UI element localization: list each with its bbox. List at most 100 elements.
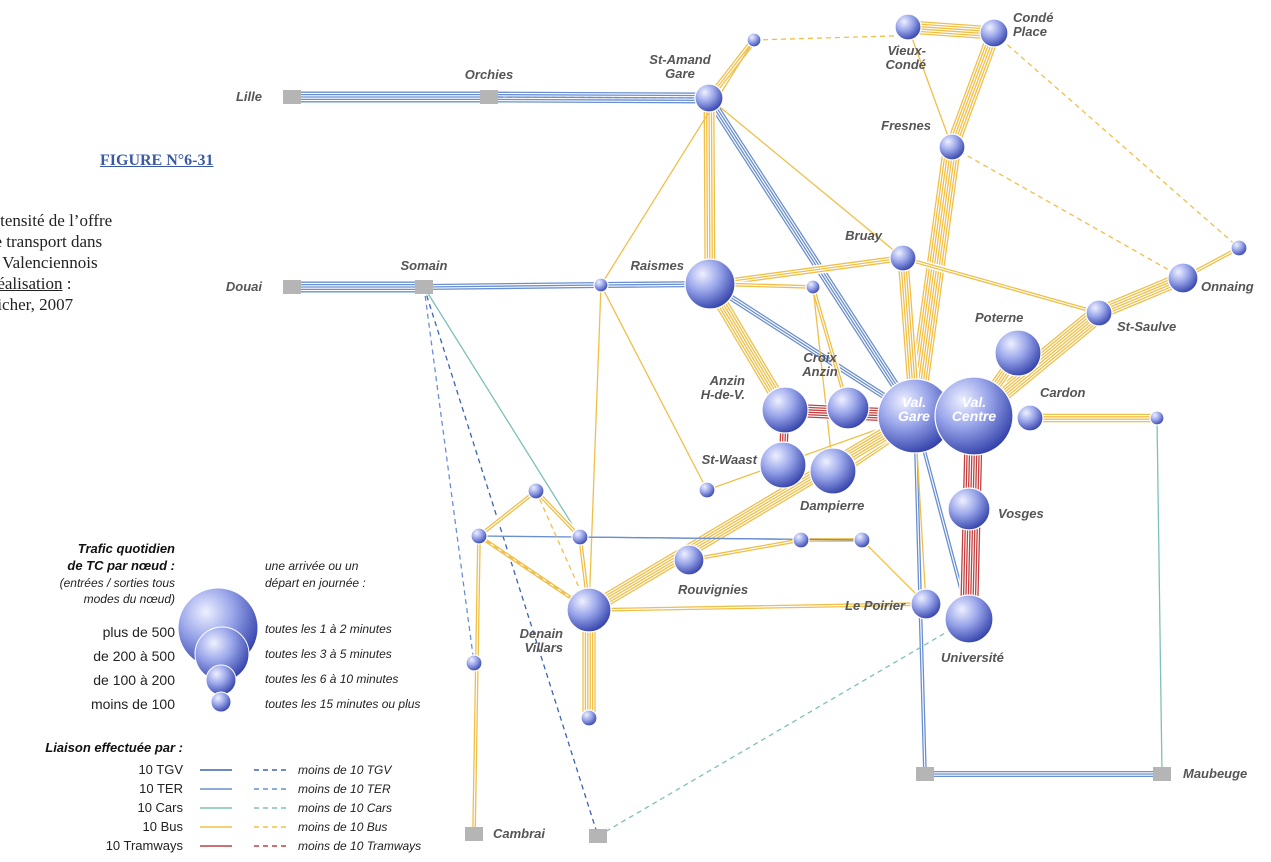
link-casing bbox=[476, 488, 539, 539]
link-strand bbox=[597, 618, 970, 837]
link-strand bbox=[915, 147, 954, 417]
link-somain-w_low bbox=[423, 286, 475, 664]
link-maub_w-maubeuge bbox=[925, 769, 1162, 779]
link-strand bbox=[951, 146, 1184, 279]
link-casing bbox=[588, 600, 927, 614]
label-line: Denain bbox=[520, 626, 563, 641]
node-onnaing_e bbox=[1230, 239, 1248, 257]
link-strand bbox=[423, 286, 581, 538]
label-line: St-Amand bbox=[649, 52, 711, 67]
node-vosges bbox=[947, 487, 991, 531]
link-strand bbox=[536, 489, 582, 537]
legend-circle-tiny bbox=[210, 691, 232, 713]
link-strand bbox=[589, 604, 927, 612]
node-w_left bbox=[470, 527, 488, 545]
node-dampierre bbox=[809, 447, 857, 495]
link-stamand_n-raismes_w bbox=[600, 39, 755, 286]
link-strand bbox=[423, 284, 602, 288]
label-line: Raismes bbox=[631, 258, 684, 273]
station-somain bbox=[415, 280, 433, 294]
label-line: Douai bbox=[226, 279, 263, 294]
legend-dashed-label-car: moins de 10 Cars bbox=[298, 801, 392, 815]
label-somain: Somain bbox=[401, 258, 448, 273]
link-denain-lepoirier bbox=[588, 600, 927, 614]
label-line: Orchies bbox=[465, 67, 513, 82]
link-raismes-valgare bbox=[707, 280, 918, 420]
label-bruay: Bruay bbox=[845, 228, 883, 243]
link-strand bbox=[710, 281, 917, 415]
legend-freq-title-1: une arrivée ou un bbox=[265, 559, 359, 573]
link-strand bbox=[907, 32, 994, 40]
link-strand bbox=[709, 257, 904, 285]
label-line: Cambrai bbox=[493, 826, 545, 841]
label-line: St-Saulve bbox=[1117, 319, 1176, 334]
legend-class-4: moins de 100 bbox=[91, 696, 175, 712]
label-line: Dampierre bbox=[800, 498, 864, 513]
node-croix bbox=[826, 386, 870, 430]
link-conde-fresnes bbox=[944, 30, 1002, 150]
link-strand bbox=[579, 536, 863, 541]
node-raismes_e bbox=[805, 279, 821, 295]
label-onnaing: Onnaing bbox=[1201, 279, 1254, 294]
link-strand bbox=[710, 97, 714, 284]
legend-freq-title-2: départ en journée : bbox=[265, 576, 366, 590]
link-strand bbox=[589, 416, 916, 612]
legend-mode-ter: 10 TER bbox=[139, 781, 183, 796]
label-line: Vieux- bbox=[887, 43, 926, 58]
node-universite bbox=[944, 594, 994, 644]
realisation-label: Réalisation bbox=[0, 274, 63, 293]
label-line: Gare bbox=[665, 66, 695, 81]
link-strand bbox=[1156, 417, 1163, 775]
link-casing bbox=[704, 94, 920, 420]
legend: Trafic quotidien de TC par nœud : (entré… bbox=[45, 541, 421, 853]
link-strand bbox=[586, 412, 914, 608]
node-w_top bbox=[527, 482, 545, 500]
label-line: Gare bbox=[898, 408, 930, 424]
label-line: Val. bbox=[962, 394, 986, 410]
label-fresnes: Fresnes bbox=[881, 118, 931, 133]
link-strand bbox=[957, 34, 1001, 150]
realisation-suffix: : bbox=[62, 274, 72, 293]
label-line: Villars bbox=[524, 640, 563, 655]
link-cambrai2-universite bbox=[597, 618, 970, 837]
label-valcentre: Val.Centre bbox=[952, 394, 997, 424]
link-raismes_e-dampierre bbox=[812, 286, 834, 472]
link-strand bbox=[688, 538, 801, 560]
nodes-layer bbox=[283, 13, 1248, 843]
label-line: Onnaing bbox=[1201, 279, 1254, 294]
caption-author: Richer, 2007 bbox=[0, 295, 74, 314]
legend-circle-small bbox=[205, 664, 237, 696]
label-valgare: Val.Gare bbox=[898, 394, 930, 424]
link-casing bbox=[688, 536, 802, 564]
node-stsaulve bbox=[1085, 299, 1113, 327]
link-strand bbox=[908, 22, 995, 31]
legend-freq-4: toutes les 15 minutes ou plus bbox=[265, 697, 420, 711]
link-lille-orchies bbox=[292, 90, 489, 104]
link-strand bbox=[600, 39, 755, 286]
legend-class-1: plus de 500 bbox=[103, 624, 176, 640]
node-rouvignies bbox=[673, 544, 705, 576]
station-lille bbox=[283, 90, 301, 104]
link-strand bbox=[920, 147, 959, 417]
label-line: Anzin bbox=[709, 373, 745, 388]
label-stsaulve: St-Saulve bbox=[1117, 319, 1176, 334]
label-line: Cardon bbox=[1040, 385, 1086, 400]
link-strand bbox=[993, 32, 1240, 249]
legend-dashed-label-tram: moins de 10 Tramways bbox=[298, 839, 421, 853]
station-cambrai2 bbox=[589, 829, 607, 843]
link-strand bbox=[1101, 282, 1186, 320]
link-casing bbox=[584, 408, 920, 618]
link-strand bbox=[488, 98, 709, 102]
figure-caption: Intensité de l’offre de transport dans l… bbox=[0, 210, 230, 315]
link-strand bbox=[903, 256, 1100, 313]
link-strand bbox=[488, 101, 709, 104]
link-douai-somain bbox=[292, 280, 424, 294]
legend-dashed-label-bus: moins de 10 Bus bbox=[298, 820, 387, 834]
link-strand bbox=[708, 97, 904, 259]
legend-freq-2: toutes les 3 à 5 minutes bbox=[265, 647, 392, 661]
legend-mode-tram: 10 Tramways bbox=[106, 838, 184, 853]
node-conde bbox=[979, 18, 1009, 48]
